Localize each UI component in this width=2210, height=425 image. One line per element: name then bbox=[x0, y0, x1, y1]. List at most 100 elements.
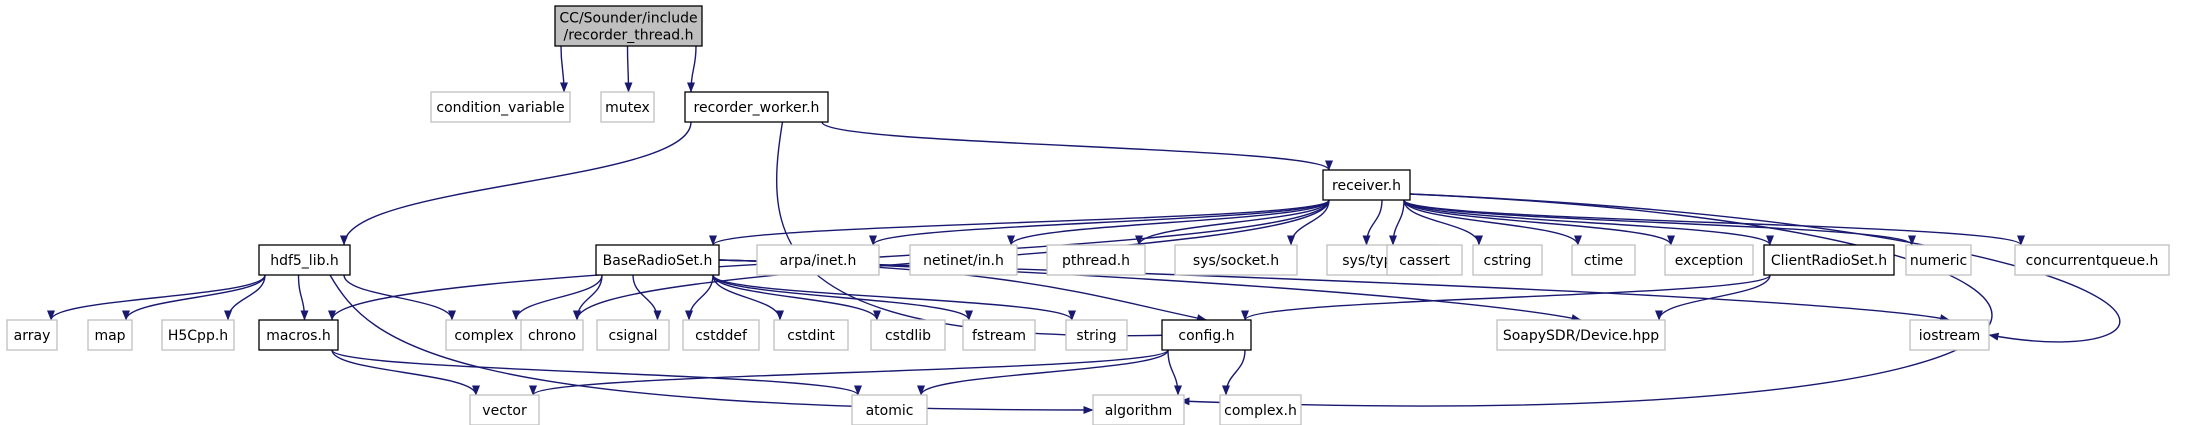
node-syssock: sys/socket.h bbox=[1174, 244, 1298, 276]
node-cq: concurrentqueue.h bbox=[2014, 244, 2170, 276]
node-box-algorithm bbox=[1092, 394, 1185, 425]
node-vector: vector bbox=[469, 394, 540, 425]
node-map: map bbox=[87, 319, 133, 351]
node-box-map bbox=[87, 319, 133, 351]
node-label-cstring: cstring bbox=[1484, 253, 1532, 269]
node-soapy: SoapySDR/Device.hpp bbox=[1496, 319, 1666, 351]
node-cstdint: cstdint bbox=[773, 319, 849, 351]
node-box-config bbox=[1161, 319, 1252, 351]
edge-hdf5-to-map bbox=[122, 274, 266, 321]
node-label-string: string bbox=[1076, 328, 1116, 344]
node-recv[interactable]: receiver.h bbox=[1322, 169, 1411, 201]
edge-config-to-complexh bbox=[1222, 349, 1246, 396]
edge-config-to-vector bbox=[529, 349, 1169, 396]
node-box-iostream bbox=[1909, 319, 1990, 351]
node-label-iostream: iostream bbox=[1919, 328, 1981, 344]
node-box-csignal bbox=[596, 319, 670, 351]
edge-brs-to-complex bbox=[512, 274, 603, 321]
edge-recv-to-systypes bbox=[1362, 199, 1383, 246]
node-crs[interactable]: ClientRadioSet.h bbox=[1763, 244, 1895, 276]
node-box-root bbox=[554, 5, 703, 47]
node-label-complexh: complex.h bbox=[1224, 403, 1297, 419]
node-box-h5cpp bbox=[161, 319, 235, 351]
node-label-algorithm: algorithm bbox=[1105, 403, 1173, 419]
edge-recv-to-arpa bbox=[869, 199, 1330, 246]
node-label-recv: receiver.h bbox=[1332, 178, 1401, 194]
node-label-condvar: condition_variable bbox=[436, 100, 564, 116]
node-box-cstdint bbox=[773, 319, 849, 351]
edge-root-to-mutex bbox=[624, 45, 633, 93]
node-chrono: chrono bbox=[520, 319, 584, 351]
node-label-array: array bbox=[14, 328, 51, 344]
edge-hdf5-to-array bbox=[47, 274, 266, 321]
node-config[interactable]: config.h bbox=[1161, 319, 1252, 351]
edge-brs-to-fstream bbox=[712, 274, 973, 321]
node-label-crs: ClientRadioSet.h bbox=[1771, 253, 1887, 269]
node-label-arpa: arpa/inet.h bbox=[780, 253, 857, 269]
node-box-arpa bbox=[756, 244, 880, 276]
node-root[interactable]: CC/Sounder/include/recorder_thread.h bbox=[554, 5, 703, 47]
node-label-complex: complex bbox=[454, 328, 513, 344]
edge-worker-to-hdf5 bbox=[340, 121, 692, 246]
node-box-netinet bbox=[909, 244, 1018, 276]
node-label-macros: macros.h bbox=[266, 328, 331, 344]
node-label-ctime: ctime bbox=[1584, 253, 1623, 269]
node-box-crs bbox=[1763, 244, 1895, 276]
node-box-cstddef bbox=[682, 319, 760, 351]
edge-brs-to-cstdint bbox=[712, 274, 784, 321]
node-label-vector: vector bbox=[482, 403, 527, 419]
node-worker[interactable]: recorder_worker.h bbox=[684, 91, 829, 123]
edge-macros-to-atomic bbox=[331, 349, 862, 396]
node-box-atomic bbox=[851, 394, 928, 425]
node-atomic: atomic bbox=[851, 394, 928, 425]
node-brs[interactable]: BaseRadioSet.h bbox=[595, 244, 720, 276]
edge-crs-to-config bbox=[1241, 274, 1771, 321]
edge-recv-to-pthread bbox=[1135, 199, 1330, 246]
node-label-cassert: cassert bbox=[1399, 253, 1450, 269]
node-box-macros bbox=[258, 319, 339, 351]
node-box-string bbox=[1065, 319, 1128, 351]
edge-recv-to-iostream bbox=[1409, 193, 2121, 343]
node-box-cstring bbox=[1472, 244, 1543, 276]
node-label-netinet: netinet/in.h bbox=[923, 253, 1004, 269]
node-label-root-0: CC/Sounder/include bbox=[559, 11, 697, 27]
edge-brs-to-csignal bbox=[632, 274, 662, 321]
node-box-fstream bbox=[962, 319, 1036, 351]
node-box-ctime bbox=[1571, 244, 1636, 276]
node-cassert: cassert bbox=[1386, 244, 1463, 276]
edge-macros-to-vector bbox=[331, 349, 480, 396]
edge-hdf5-to-algorithm bbox=[329, 274, 1094, 414]
node-box-cstdlib bbox=[870, 319, 946, 351]
edge-recv-to-cassert bbox=[1389, 199, 1405, 246]
node-string: string bbox=[1065, 319, 1128, 351]
edge-recv-to-ctime bbox=[1403, 199, 1582, 246]
edge-recv-to-brs bbox=[709, 199, 1330, 246]
node-box-recv bbox=[1322, 169, 1411, 201]
node-complex: complex bbox=[445, 319, 523, 351]
node-box-soapy bbox=[1496, 319, 1666, 351]
node-label-map: map bbox=[94, 328, 125, 344]
edge-recv-to-exception bbox=[1403, 199, 1675, 246]
edge-worker-to-recv bbox=[821, 121, 1333, 171]
node-arpa: arpa/inet.h bbox=[756, 244, 880, 276]
node-label-fstream: fstream bbox=[972, 328, 1026, 344]
edge-recv-to-cstring bbox=[1403, 199, 1483, 246]
node-label-cstdint: cstdint bbox=[787, 328, 835, 344]
node-array: array bbox=[6, 319, 58, 351]
node-box-numeric bbox=[1905, 244, 1972, 276]
node-label-pthread: pthread.h bbox=[1062, 253, 1130, 269]
node-box-complex bbox=[445, 319, 523, 351]
node-box-worker bbox=[684, 91, 829, 123]
node-cstddef: cstddef bbox=[682, 319, 760, 351]
edge-brs-to-cstdlib bbox=[712, 274, 881, 321]
node-box-array bbox=[6, 319, 58, 351]
node-csignal: csignal bbox=[596, 319, 670, 351]
node-algorithm: algorithm bbox=[1092, 394, 1185, 425]
node-label-brs: BaseRadioSet.h bbox=[603, 253, 713, 269]
node-macros[interactable]: macros.h bbox=[258, 319, 339, 351]
node-label-atomic: atomic bbox=[866, 403, 914, 419]
node-label-worker: recorder_worker.h bbox=[694, 100, 820, 116]
node-label-cq: concurrentqueue.h bbox=[2026, 253, 2159, 269]
node-box-hdf5 bbox=[258, 244, 351, 276]
node-hdf5[interactable]: hdf5_lib.h bbox=[258, 244, 351, 276]
